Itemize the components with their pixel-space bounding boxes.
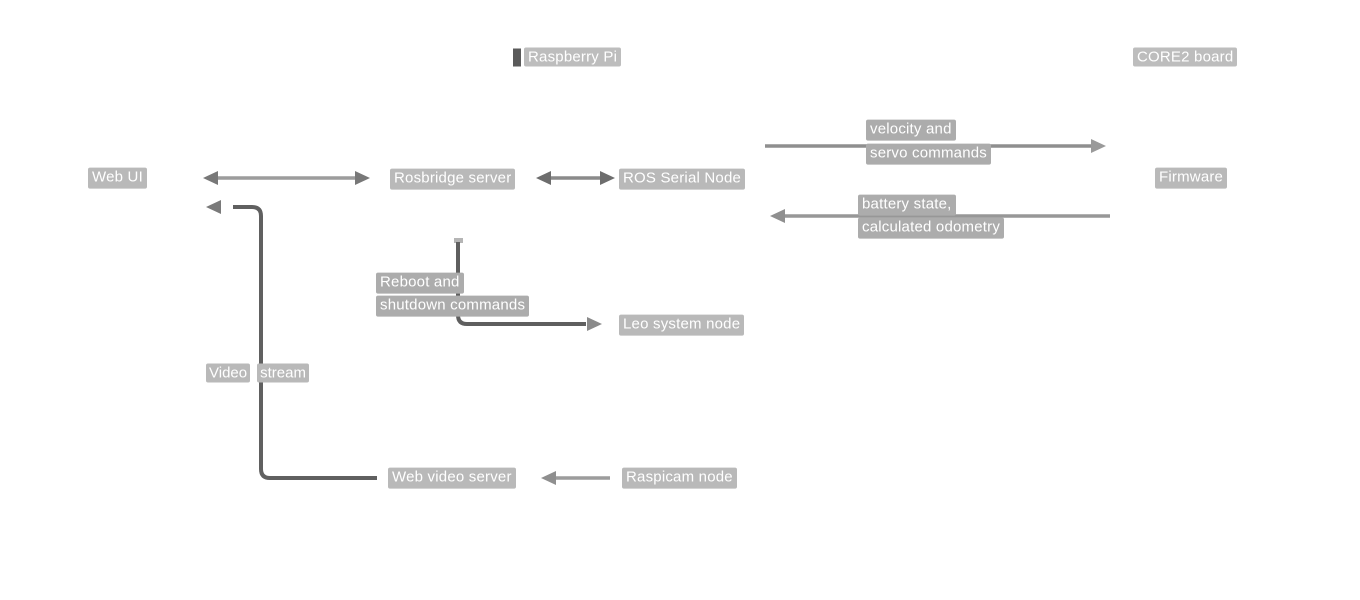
node-web-video-server: Web video server xyxy=(388,467,516,489)
edge-label-reboot-line1: Reboot and xyxy=(376,272,464,294)
node-ros-serial-node: ROS Serial Node xyxy=(619,168,746,190)
edge-reboot-shutdown xyxy=(454,238,602,331)
section-title-label: CORE2 board xyxy=(1133,47,1238,67)
edge-battery-odometry xyxy=(770,209,1110,223)
arrowhead-left-icon xyxy=(203,171,218,185)
edge-label-velocity-line2: servo commands xyxy=(866,143,992,165)
edge-label-velocity-line1: velocity and xyxy=(866,119,956,141)
edge-label-video-stream-word2: stream xyxy=(257,363,309,383)
edge-webui-rosbridge xyxy=(203,171,370,185)
arrowhead-left-icon xyxy=(541,471,556,485)
section-title-label: Raspberry Pi xyxy=(524,47,622,67)
edge-label-battery-line1: battery state, xyxy=(858,194,956,216)
edge-raspicam-webvideo xyxy=(541,471,610,485)
node-leo-system-node: Leo system node xyxy=(619,314,745,336)
section-title-core2-board: CORE2 board xyxy=(1133,47,1238,67)
arrowhead-right-icon xyxy=(587,317,602,331)
edge-label-battery-line2: calculated odometry xyxy=(858,217,1005,239)
section-title-raspberry-pi: Raspberry Pi xyxy=(513,47,622,67)
node-rosbridge-server: Rosbridge server xyxy=(390,168,516,190)
node-web-ui: Web UI xyxy=(88,167,147,189)
title-marker-icon xyxy=(513,48,521,66)
edge-label-video-stream-word1: Video xyxy=(206,363,251,383)
arrowhead-left-icon xyxy=(536,171,551,185)
edge-label-video-stream: Video stream xyxy=(206,363,309,383)
node-firmware: Firmware xyxy=(1155,167,1228,189)
arrowhead-left-icon xyxy=(770,209,785,223)
edge-video-stream xyxy=(206,200,377,480)
edge-rosbridge-rosserial xyxy=(536,171,615,185)
node-raspicam-node: Raspicam node xyxy=(622,467,737,489)
arrowhead-right-icon xyxy=(600,171,615,185)
arrowhead-right-icon xyxy=(1091,139,1106,153)
edge-label-reboot-line2: shutdown commands xyxy=(376,295,530,317)
arrowhead-left-icon xyxy=(206,200,221,214)
arrowhead-right-icon xyxy=(355,171,370,185)
